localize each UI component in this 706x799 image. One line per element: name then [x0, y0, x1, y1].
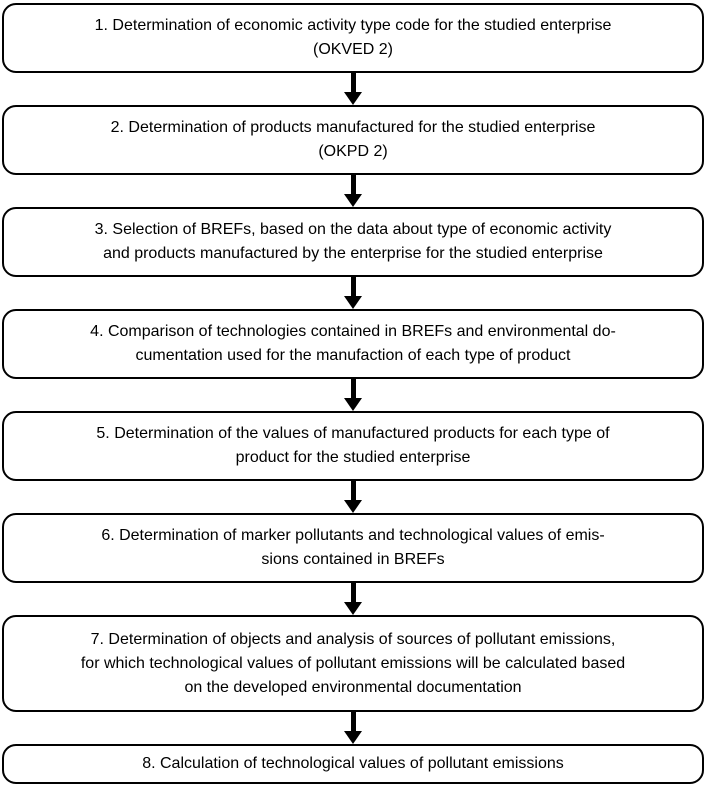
down-arrow-icon	[344, 277, 362, 309]
arrow-head	[344, 500, 362, 513]
step-3-text-line-2: and products manufactured by the enterpr…	[103, 245, 603, 262]
step-1-text-line-1: 1. Determination of economic activity ty…	[94, 17, 612, 34]
arrow-head	[344, 296, 362, 309]
arrow-head	[344, 602, 362, 615]
step-2-text-line-1: 2. Determination of products manufacture…	[110, 119, 596, 136]
step-8-text-line-1: 8. Calculation of technological values o…	[142, 755, 564, 772]
step-5-text-line-2: product for the studied enterprise	[235, 449, 471, 466]
arrow-shaft	[350, 277, 356, 296]
arrow-shaft	[350, 712, 356, 731]
step-6-text-line-2: sions contained in BREFs	[261, 551, 445, 568]
step-1-text-line-2: (OKVED 2)	[312, 41, 393, 58]
down-arrow-icon	[344, 712, 362, 744]
flowchart-step-5: 5. Determination of the values of manufa…	[2, 411, 704, 481]
flowchart-step-3: 3. Selection of BREFs, based on the data…	[2, 207, 704, 277]
down-arrow-icon	[344, 379, 362, 411]
arrow-shaft	[350, 481, 356, 500]
step-4-text-line-2: cumentation used for the manufaction of …	[135, 347, 571, 364]
down-arrow-icon	[344, 583, 362, 615]
flowchart-step-6: 6. Determination of marker pollutants an…	[2, 513, 704, 583]
arrow-head	[344, 398, 362, 411]
arrow-shaft	[350, 583, 356, 602]
arrow-shaft	[350, 73, 356, 92]
step-5-text-line-1: 5. Determination of the values of manufa…	[96, 425, 610, 442]
step-7-text-line-3: on the developed environmental documenta…	[184, 678, 522, 696]
down-arrow-icon	[344, 175, 362, 207]
arrow-head	[344, 731, 362, 744]
arrow-shaft	[350, 175, 356, 194]
flowchart-step-7: 7. Determination of objects and analysis…	[2, 615, 704, 712]
step-4-text-line-1: 4. Comparison of technologies contained …	[90, 323, 616, 340]
flowchart-step-4: 4. Comparison of technologies contained …	[2, 309, 704, 379]
step-6-text-line-1: 6. Determination of marker pollutants an…	[101, 527, 605, 544]
step-7-text-line-1: 7. Determination of objects and analysis…	[90, 630, 616, 648]
down-arrow-icon	[344, 481, 362, 513]
flowchart-step-1: 1. Determination of economic activity ty…	[2, 3, 704, 73]
step-3-text-line-1: 3. Selection of BREFs, based on the data…	[94, 221, 612, 238]
arrow-shaft	[350, 379, 356, 398]
step-2-text-line-2: (OKPD 2)	[318, 143, 388, 160]
flowchart-step-8: 8. Calculation of technological values o…	[2, 744, 704, 784]
arrow-head	[344, 194, 362, 207]
down-arrow-icon	[344, 73, 362, 105]
arrow-head	[344, 92, 362, 105]
step-7-text-line-2: for which technological values of pollut…	[80, 654, 626, 672]
flowchart-step-2: 2. Determination of products manufacture…	[2, 105, 704, 175]
